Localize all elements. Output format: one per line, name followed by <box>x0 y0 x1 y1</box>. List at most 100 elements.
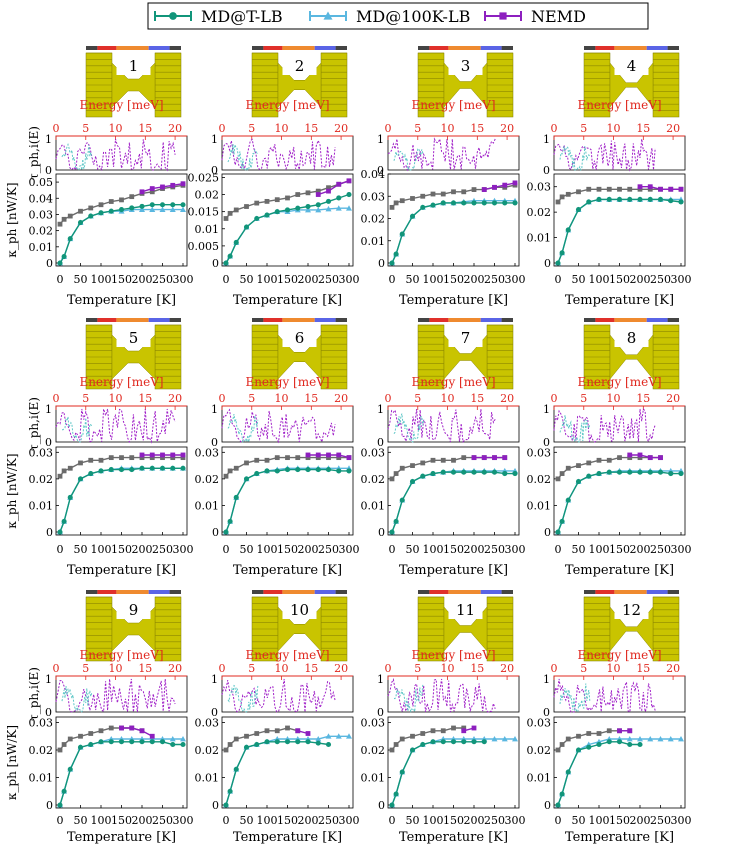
temp-tick-label: 0 <box>223 273 230 286</box>
temp-tick-label: 100 <box>91 814 112 827</box>
temp-tick-label: 250 <box>650 814 671 827</box>
marker-square <box>305 731 311 736</box>
marker-square <box>393 200 399 206</box>
marker-triangle <box>335 733 342 739</box>
transmission-cyan <box>559 415 591 443</box>
marker-square <box>223 216 229 221</box>
series-3 <box>223 725 301 753</box>
panel-label: 2 <box>295 57 305 75</box>
marker-circle <box>254 471 260 477</box>
marker-square <box>170 455 176 461</box>
series-0 <box>223 739 332 808</box>
marker-square <box>264 198 270 204</box>
marker-circle <box>586 744 592 750</box>
marker-circle <box>129 739 135 745</box>
tau-axis-label: τ_ph,i(E) <box>27 397 41 451</box>
series-2 <box>139 181 186 195</box>
lead-bar-segment <box>646 318 668 322</box>
legend-item-1: MD@100K-LB <box>309 7 470 26</box>
marker-square <box>119 197 124 203</box>
marker-square <box>274 197 280 203</box>
kappa-tick-label: 0 <box>46 799 53 812</box>
series-2 <box>305 452 352 461</box>
kappa-tick-label: 0.03 <box>527 717 552 730</box>
structure: 12 <box>583 590 680 662</box>
lead-bar-segment <box>86 590 98 594</box>
marker-square <box>305 452 311 458</box>
marker-square <box>139 452 145 458</box>
marker-circle <box>596 196 602 202</box>
marker-circle <box>88 213 94 219</box>
series-2 <box>471 455 508 461</box>
marker-triangle <box>678 736 684 742</box>
marker-square <box>160 184 165 190</box>
marker-circle <box>305 467 311 473</box>
marker-square <box>555 747 561 753</box>
marker-square <box>336 452 342 458</box>
kappa-tick-label: 0 <box>212 799 219 812</box>
marker-circle <box>264 212 270 218</box>
transmission-cyan <box>393 684 424 714</box>
marker-square <box>471 725 477 731</box>
marker-circle <box>254 215 260 222</box>
energy-tick-label: 10 <box>441 662 455 675</box>
temp-tick-label: 200 <box>298 273 319 286</box>
marker-square <box>244 733 249 739</box>
energy-tick-label: 15 <box>470 662 484 675</box>
energy-tick-label: 15 <box>138 392 152 405</box>
lead-bar-segment <box>263 46 283 50</box>
marker-circle <box>233 239 239 246</box>
marker-circle <box>409 213 416 219</box>
marker-circle <box>502 471 508 477</box>
marker-circle <box>61 253 67 260</box>
tau-tick-label: 0 <box>377 706 384 719</box>
marker-square <box>285 725 290 731</box>
panel-label-box <box>448 599 483 619</box>
series-1 <box>223 205 352 266</box>
lead-bar-segment <box>335 318 347 322</box>
energy-axis-label: Energy [meV] <box>411 98 495 112</box>
marker-circle <box>471 469 477 475</box>
marker-square <box>285 455 290 461</box>
tau-frame <box>221 675 354 713</box>
marker-square <box>606 728 612 734</box>
tau-tick-label: 0 <box>45 706 52 719</box>
transmission-purple <box>55 408 176 444</box>
temp-tick-label: 300 <box>339 814 360 827</box>
marker-circle <box>139 465 145 471</box>
lead-bar-segment <box>86 46 98 50</box>
marker-square <box>461 455 467 461</box>
marker-circle <box>627 196 633 202</box>
series-2 <box>315 178 352 197</box>
kappa-tick-label: 0.01 <box>195 223 220 236</box>
panel-label-box <box>614 55 649 75</box>
series-line <box>391 202 515 264</box>
temp-tick-label: 100 <box>257 814 278 827</box>
temp-tick-label: 150 <box>609 814 630 827</box>
tau-tick-label: 1 <box>45 133 52 146</box>
marker-circle <box>461 739 467 745</box>
marker-square <box>410 463 415 468</box>
temp-tick-label: 250 <box>152 273 173 286</box>
marker-circle <box>430 471 436 477</box>
energy-tick-label: 20 <box>500 122 514 135</box>
transmission-cyan <box>227 684 259 713</box>
marker-circle <box>98 468 104 474</box>
marker-square <box>149 733 155 739</box>
lead-bar-segment <box>584 318 596 322</box>
series-1 <box>57 206 186 266</box>
marker-circle <box>647 469 653 475</box>
marker-square <box>606 457 612 463</box>
marker-square <box>512 180 518 186</box>
marker-square <box>389 476 395 482</box>
energy-axis-label: Energy [meV] <box>577 375 661 389</box>
